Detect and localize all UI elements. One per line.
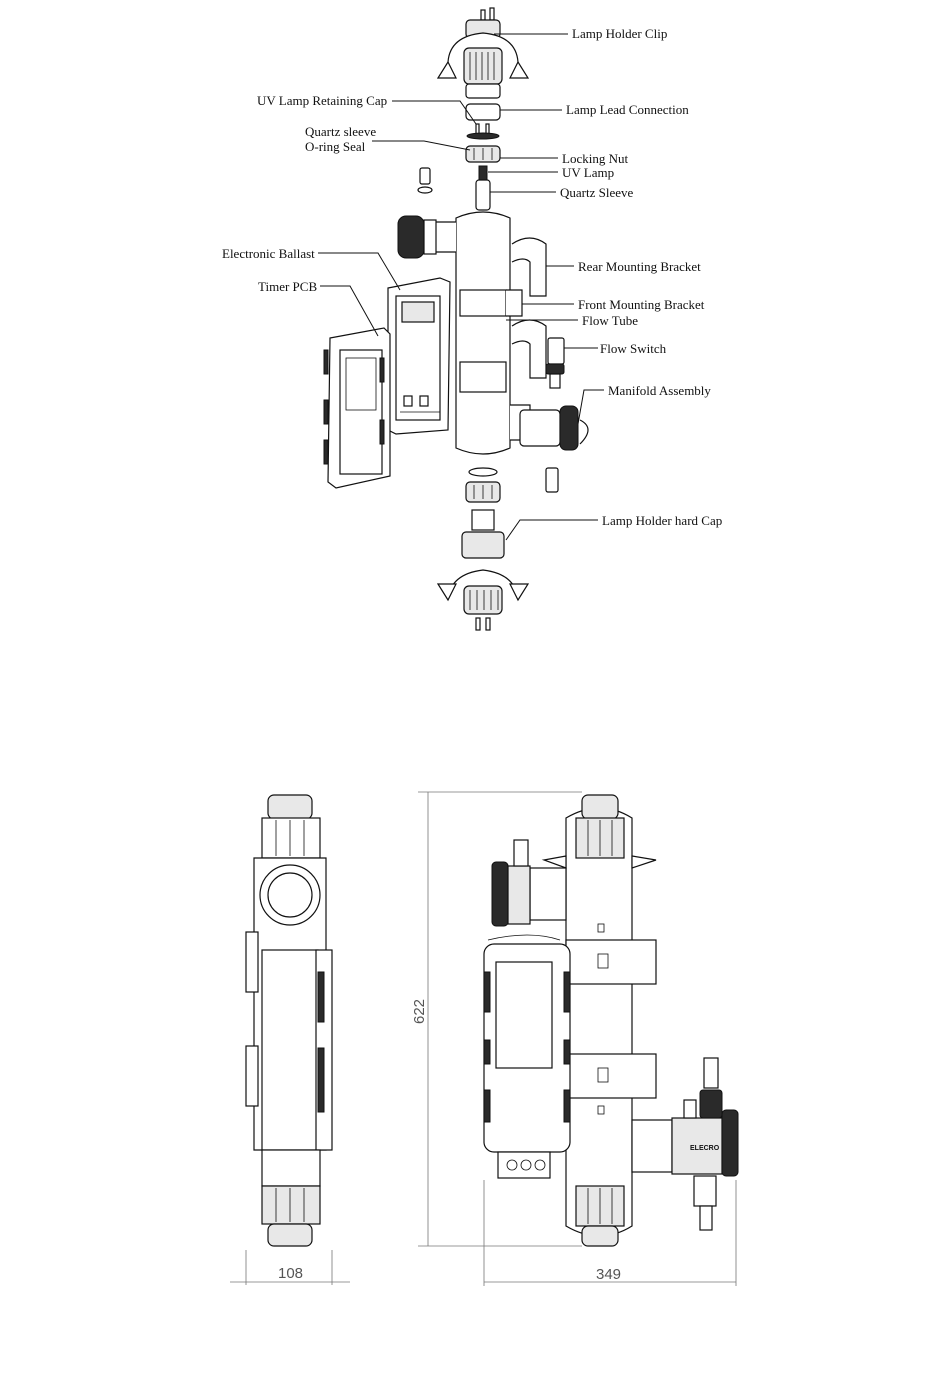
brand-mark: ELECRO	[690, 1145, 720, 1152]
label-lamp-holder-hard-cap: Lamp Holder hard Cap	[602, 513, 722, 528]
top-lamp-holder-clip	[438, 8, 528, 98]
uv-lamp-quartz-sleeve	[476, 166, 490, 210]
exploded-view: Lamp Holder Clip UV Lamp Retaining Cap L…	[222, 8, 722, 630]
timer-pcb-lid	[324, 328, 390, 488]
bottom-oring	[469, 468, 497, 476]
label-rear-mounting-bracket: Rear Mounting Bracket	[578, 259, 701, 274]
uv-lamp-retaining-cap	[467, 124, 499, 139]
bottom-locking-nut	[466, 482, 500, 502]
inlet-fitting	[418, 168, 432, 193]
label-locking-nut: Locking Nut	[562, 151, 628, 166]
label-uv-lamp-retaining-cap: UV Lamp Retaining Cap	[257, 93, 387, 108]
label-electronic-ballast: Electronic Ballast	[222, 246, 315, 261]
label-quartz-sleeve-oring-2: O-ring Seal	[305, 139, 366, 154]
label-quartz-sleeve-oring-1: Quartz sleeve	[305, 124, 376, 139]
label-front-mounting-bracket: Front Mounting Bracket	[578, 297, 705, 312]
label-quartz-sleeve: Quartz Sleeve	[560, 185, 634, 200]
label-timer-pcb: Timer PCB	[258, 279, 317, 294]
side-width-dimension: 108	[230, 1250, 350, 1285]
front-view: ELECRO	[484, 795, 738, 1246]
label-lamp-lead-connection: Lamp Lead Connection	[566, 102, 689, 117]
label-flow-switch: Flow Switch	[600, 341, 667, 356]
label-lamp-holder-clip: Lamp Holder Clip	[572, 26, 667, 41]
flow-switch	[546, 338, 564, 388]
height-value: 622	[411, 999, 428, 1024]
side-width-value: 108	[278, 1265, 303, 1282]
side-view	[246, 795, 332, 1246]
label-flow-tube: Flow Tube	[582, 313, 638, 328]
electronic-ballast	[388, 278, 450, 434]
manifold-assembly	[520, 406, 588, 492]
front-width-value: 349	[596, 1266, 621, 1283]
locking-nut	[466, 146, 500, 162]
label-manifold-assembly: Manifold Assembly	[608, 383, 711, 398]
label-uv-lamp: UV Lamp	[562, 165, 614, 180]
